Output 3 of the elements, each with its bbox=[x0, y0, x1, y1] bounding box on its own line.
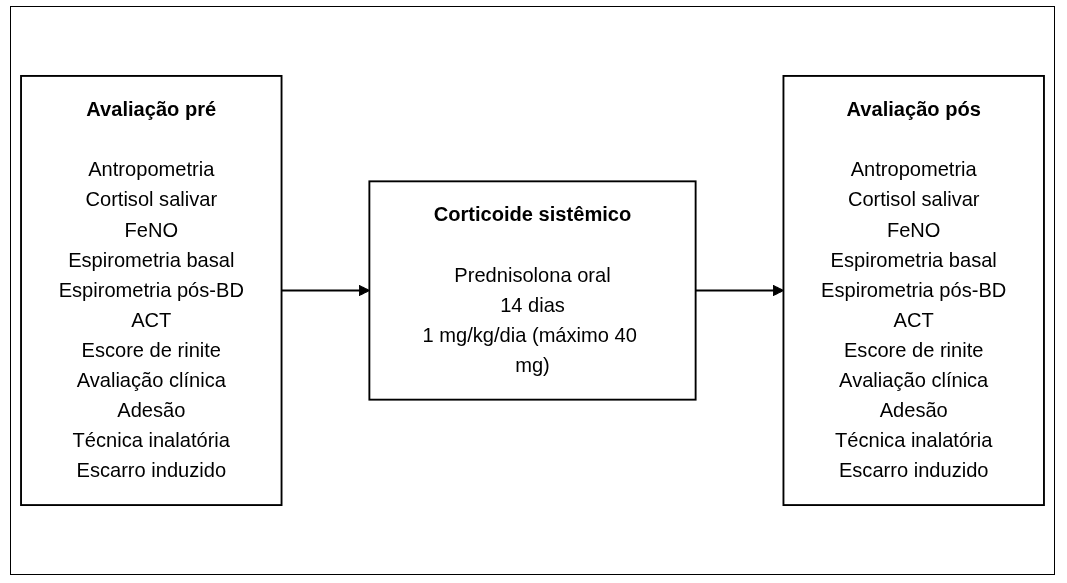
node-box: Corticoide sistêmico Prednisolona oral 14 dias 1 mg/kg/dia (máximo 40 mg) bbox=[368, 180, 697, 401]
node-box: Avaliação pós Antropometria Cortisol salivar FeNO Espirometria basal Espirometria pós-BD ACT Escore de rinite Avaliação clínica Adesão Técnica inalatória Escarro induzido bbox=[782, 75, 1045, 506]
node-box: Avaliação pré Antropometria Cortisol salivar FeNO Espirometria basal Espirometria pós-BD ACT Escore de rinite Avaliação clínica Adesão Técnica inalatória Escarro induzido bbox=[20, 75, 283, 506]
